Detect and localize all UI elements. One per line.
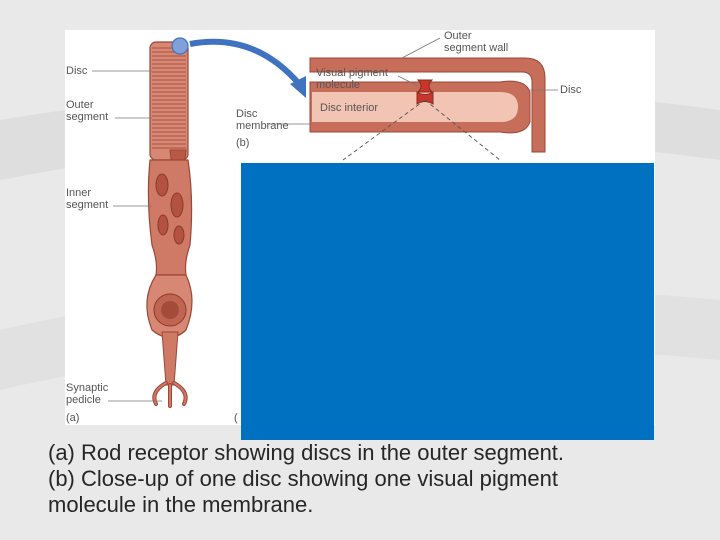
magnify-circle	[171, 37, 189, 55]
caption-line-3: molecule in the membrane.	[48, 492, 314, 517]
label-outer-segment: Outer segment	[66, 99, 109, 123]
label-inner-segment: Inner segment	[66, 187, 109, 211]
zoom-arrow	[189, 38, 303, 87]
label-panel-b: (b)	[236, 137, 250, 149]
caption-line-2: (b) Close-up of one disc showing one vis…	[48, 466, 558, 491]
label-visual-pigment-molecule: Visual pigment molecule	[316, 67, 388, 91]
label-disc-left: Disc	[66, 65, 88, 77]
zoom-dashed-lines	[342, 99, 501, 161]
leader-lines-b	[268, 37, 558, 125]
figure-caption: (a) Rod receptor showing discs in the ou…	[48, 440, 688, 518]
disc-closeup	[309, 57, 546, 153]
label-disc-right: Disc	[560, 84, 582, 96]
rod-cell	[146, 41, 193, 408]
label-panel-a: (a)	[66, 412, 80, 424]
caption-line-1: (a) Rod receptor showing discs in the ou…	[48, 440, 565, 465]
label-disc-membrane: Disc membrane	[236, 108, 289, 132]
leader-lines-a	[92, 70, 162, 402]
label-synaptic-pedicle: Synaptic pedicle	[66, 382, 109, 406]
label-outer-segment-wall: Outer segment wall	[444, 30, 509, 54]
blue-overlay-box	[241, 163, 654, 440]
label-disc-interior: Disc interior	[320, 102, 379, 114]
visual-pigment-molecule-shape	[416, 79, 434, 93]
label-panel-c-partial: (	[234, 412, 238, 424]
